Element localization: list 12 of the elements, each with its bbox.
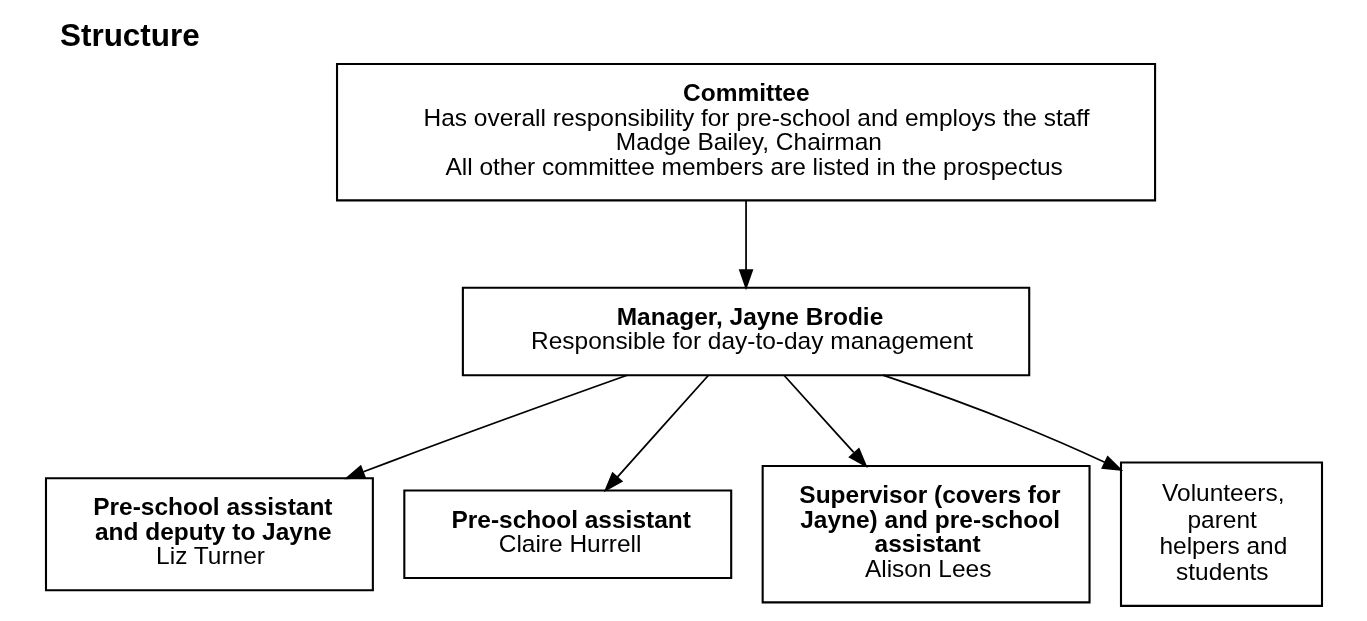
node-box: Supervisor (covers for Jayne) and pre-school assistant Alison Lees (761, 465, 1091, 604)
diagram-title: Structure (59, 17, 200, 53)
node-box: Committee Has overall responsibility for pre-school and employs the staff Madge Bailey, Chairman All other committee members are listed in the prospectus (335, 63, 1156, 202)
node-box: Manager, Jayne Brodie Responsible for day-to-day management (461, 286, 1030, 377)
arrow (881, 374, 1123, 472)
arrow (603, 374, 709, 493)
node-box: Volunteers, parent helpers and students (1119, 461, 1323, 607)
node-box: Pre-school assistant and deputy to Jayne Liz Turner (44, 477, 374, 592)
arrow (782, 374, 868, 468)
arrow (343, 374, 628, 480)
arrow (738, 199, 753, 291)
node-box: Pre-school assistant Claire Hurrell (402, 489, 732, 579)
